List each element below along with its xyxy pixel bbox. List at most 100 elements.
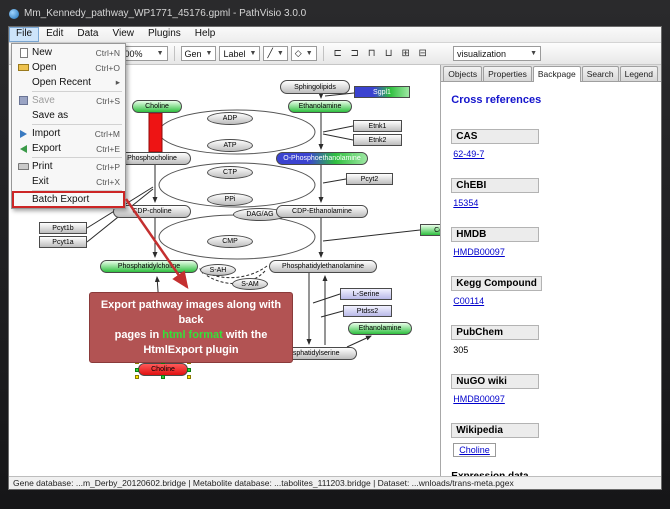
menu-item-shortcut: Ctrl+M bbox=[95, 129, 120, 139]
menu-item-label: Open bbox=[32, 62, 95, 73]
line-tool-dropdown[interactable]: ╱▼ bbox=[263, 46, 287, 61]
xref-source-name: Kegg Compound bbox=[451, 276, 542, 291]
menu-separator bbox=[32, 157, 122, 158]
gene-tool-dropdown[interactable]: Gen▼ bbox=[181, 46, 217, 61]
selection-handle[interactable] bbox=[135, 375, 139, 379]
xref-value-link[interactable]: 15354 bbox=[453, 198, 478, 208]
shape-tool-dropdown[interactable]: ◇▼ bbox=[291, 46, 317, 61]
xref-value-link[interactable]: HMDB00097 bbox=[453, 247, 505, 257]
distribute-vertical-icon[interactable]: ⊟ bbox=[415, 46, 431, 62]
menu-item-label: Save as bbox=[32, 110, 120, 121]
pathway-node-ethanolamine[interactable]: Ethanolamine bbox=[348, 322, 412, 335]
pathway-node-sgpl1[interactable]: Sgpl1 bbox=[354, 86, 410, 98]
backpage-content: Cross references CAS62-49-7ChEBI15354HMD… bbox=[441, 82, 661, 476]
pathway-node-pcyt2[interactable]: Pcyt2 bbox=[346, 173, 393, 185]
chevron-down-icon: ▼ bbox=[306, 50, 313, 57]
pathway-node-ptdss2[interactable]: Ptdss2 bbox=[343, 305, 392, 317]
menu-edit[interactable]: Edit bbox=[39, 27, 70, 42]
align-right-icon[interactable]: ⊐ bbox=[347, 46, 363, 62]
pathway-node-cdp-ethanolamine[interactable]: CDP-Ethanolamine bbox=[276, 205, 368, 218]
pathway-node-ctp[interactable]: CTP bbox=[207, 166, 253, 179]
menu-plugins[interactable]: Plugins bbox=[141, 27, 188, 42]
file-menu-item-print[interactable]: PrintCtrl+P bbox=[13, 159, 124, 174]
selection-handle[interactable] bbox=[161, 375, 165, 379]
selection-handle[interactable] bbox=[135, 368, 139, 372]
file-menu-item-import[interactable]: ImportCtrl+M bbox=[13, 126, 124, 141]
tab-legend[interactable]: Legend bbox=[620, 66, 658, 81]
menu-item-label: New bbox=[32, 47, 96, 58]
annotation-line1: Export pathway images along with back bbox=[101, 299, 281, 326]
chevron-down-icon: ▼ bbox=[530, 50, 537, 57]
menu-item-label: Print bbox=[32, 161, 96, 172]
pathway-node-o-phosphoethanolamine[interactable]: O-Phosphoethanolamine bbox=[276, 152, 368, 165]
align-bottom-icon[interactable]: ⊔ bbox=[381, 46, 397, 62]
distribute-horizontal-icon[interactable]: ⊞ bbox=[398, 46, 414, 62]
pathway-node-sphingolipids[interactable]: Sphingolipids bbox=[280, 80, 350, 94]
selection-handle[interactable] bbox=[187, 368, 191, 372]
file-menu-item-open-recent[interactable]: Open Recent▸ bbox=[13, 75, 124, 90]
pathway-node-ethanolamine[interactable]: Ethanolamine bbox=[288, 100, 352, 113]
pathway-node-s-ah[interactable]: S-AH bbox=[200, 264, 236, 276]
xref-source-name: ChEBI bbox=[451, 178, 539, 193]
label-tool-dropdown[interactable]: Label▼ bbox=[219, 46, 260, 61]
file-menu-item-save[interactable]: SaveCtrl+S bbox=[13, 93, 124, 108]
pathway-node-cmp[interactable]: CMP bbox=[207, 235, 253, 248]
chevron-down-icon: ▼ bbox=[250, 50, 257, 57]
menu-file[interactable]: File bbox=[9, 27, 39, 42]
menu-view[interactable]: View bbox=[105, 27, 141, 42]
pathway-node-phosphatidylethanolamine[interactable]: Phosphatidylethanolamine bbox=[269, 260, 377, 273]
menu-help[interactable]: Help bbox=[188, 27, 223, 42]
visualization-combobox[interactable]: visualization ▼ bbox=[453, 46, 541, 61]
xref-source-name: HMDB bbox=[451, 227, 539, 242]
toolbar-separator bbox=[174, 46, 175, 61]
pathway-node-pcyt1a[interactable]: Pcyt1a bbox=[39, 236, 87, 248]
file-menu-item-export[interactable]: ExportCtrl+E bbox=[13, 141, 124, 156]
menu-separator bbox=[32, 190, 122, 191]
pathway-node-adp[interactable]: ADP bbox=[207, 112, 253, 125]
pathway-node-choline[interactable]: Choline bbox=[132, 100, 182, 113]
pathway-node-s-am[interactable]: S-AM bbox=[232, 278, 268, 290]
xref-value-link[interactable]: HMDB00097 bbox=[453, 394, 505, 404]
file-menu-item-new[interactable]: NewCtrl+N bbox=[13, 45, 124, 60]
menu-bar: FileEditDataViewPluginsHelp bbox=[9, 27, 661, 43]
menu-item-shortcut: Ctrl+O bbox=[95, 63, 120, 73]
selection-handle[interactable] bbox=[187, 375, 191, 379]
file-menu-item-batch-export[interactable]: Batch Export bbox=[13, 192, 124, 207]
toolbar-separator bbox=[323, 46, 324, 61]
annotation-callout: Export pathway images along with back pa… bbox=[89, 292, 293, 363]
menu-data[interactable]: Data bbox=[70, 27, 105, 42]
tab-search[interactable]: Search bbox=[582, 66, 619, 81]
menu-item-label: Export bbox=[32, 143, 96, 154]
window-title: Mm_Kennedy_pathway_WP1771_45176.gpml - P… bbox=[24, 8, 306, 19]
file-menu-item-save-as[interactable]: Save as bbox=[13, 108, 124, 123]
pathway-node-etnk2[interactable]: Etnk2 bbox=[353, 134, 402, 146]
xref-value-link[interactable]: C00114 bbox=[453, 296, 484, 306]
pathway-node-phosphatidylcholine[interactable]: Phosphatidylcholine bbox=[100, 260, 198, 273]
pathway-node-etnk1[interactable]: Etnk1 bbox=[353, 120, 402, 132]
visualization-value: visualization bbox=[457, 49, 526, 59]
menu-item-label: Save bbox=[32, 95, 96, 106]
xref-sections: CAS62-49-7ChEBI15354HMDBHMDB00097Kegg Co… bbox=[451, 126, 651, 458]
align-top-icon[interactable]: ⊓ bbox=[364, 46, 380, 62]
menu-separator bbox=[32, 124, 122, 125]
menu-item-shortcut: Ctrl+N bbox=[96, 48, 120, 58]
pathway-node-ppi[interactable]: PPi bbox=[207, 193, 253, 206]
xref-value-link[interactable]: Choline bbox=[453, 443, 496, 457]
shape-tool-label: ◇ bbox=[295, 48, 302, 59]
tab-objects[interactable]: Objects bbox=[443, 66, 482, 81]
pathway-node-pcyt1b[interactable]: Pcyt1b bbox=[39, 222, 87, 234]
pathway-node-atp[interactable]: ATP bbox=[207, 139, 253, 152]
align-left-icon[interactable]: ⊏ bbox=[330, 46, 346, 62]
tab-backpage[interactable]: Backpage bbox=[533, 66, 581, 82]
pathway-node-l-serine[interactable]: L-Serine bbox=[340, 288, 392, 300]
file-menu-item-exit[interactable]: ExitCtrl+X bbox=[13, 174, 124, 189]
application-window: FileEditDataViewPluginsHelp Zoom: 100% ▼… bbox=[8, 26, 662, 490]
menu-item-label: Batch Export bbox=[32, 194, 120, 205]
annotation-line2-pre: pages in bbox=[115, 329, 163, 341]
xref-value-link[interactable]: 62-49-7 bbox=[453, 149, 484, 159]
tab-properties[interactable]: Properties bbox=[483, 66, 532, 81]
gene-tool-label: Gen bbox=[185, 49, 202, 59]
file-menu-item-open[interactable]: OpenCtrl+O bbox=[13, 60, 124, 75]
xref-source-name: NuGO wiki bbox=[451, 374, 539, 389]
pathway-node-cept1[interactable]: Cept1 bbox=[420, 224, 441, 236]
